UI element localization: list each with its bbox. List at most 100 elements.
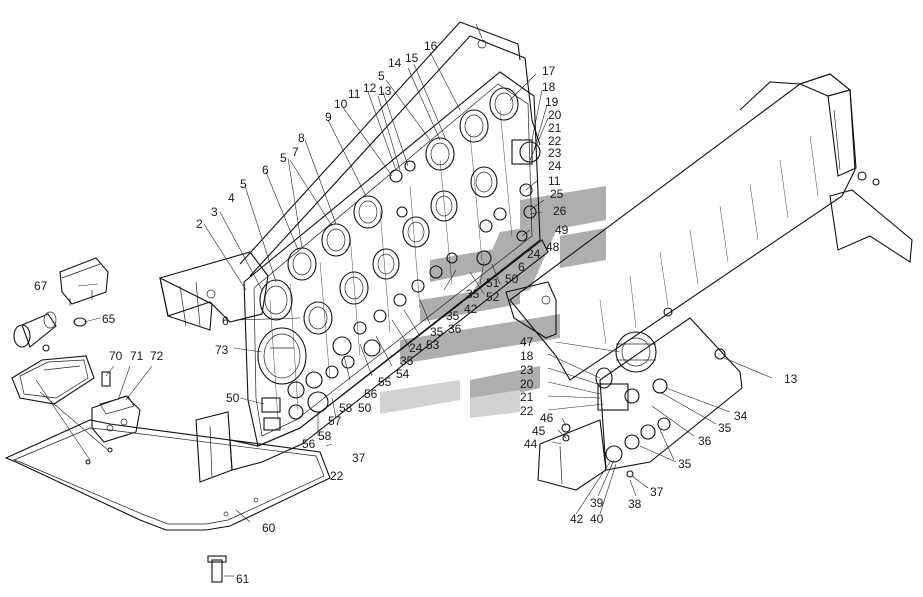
callout-label: 50 — [358, 401, 372, 415]
callout-label: 72 — [150, 349, 164, 363]
callout-label: 55 — [378, 375, 392, 389]
callout-label: 22 — [330, 469, 344, 483]
panel-hatching — [269, 109, 513, 421]
callout-label: 44 — [524, 437, 538, 451]
callout-label: 48 — [546, 240, 560, 254]
callout-label: 6 — [518, 260, 525, 274]
callout-label: 20 — [548, 108, 562, 122]
callout-label: 35 — [718, 421, 732, 435]
callout-label: 2 — [196, 217, 203, 231]
callout-label: 25 — [550, 187, 564, 201]
relay-box-67 — [59, 257, 109, 306]
callout-label: 12 — [363, 81, 377, 95]
rear-switches — [561, 307, 726, 478]
callout-label: 56 — [302, 437, 316, 451]
callout-label: 17 — [542, 64, 556, 78]
callout-label: 35 — [446, 309, 460, 323]
regulator-block-72 — [91, 395, 141, 443]
callout-label: 18 — [520, 349, 534, 363]
callout-label: 40 — [590, 512, 604, 526]
callout-label: 57 — [328, 414, 342, 428]
buzzer-65 — [13, 311, 87, 348]
callout-label: 16 — [424, 39, 438, 53]
fuse-block — [11, 355, 95, 405]
callout-label: 50 — [226, 391, 240, 405]
callout-label: 58 — [339, 401, 353, 415]
speedometer-gauge — [257, 327, 307, 385]
callout-label: 23 — [520, 363, 534, 377]
callout-label: 42 — [570, 512, 584, 526]
callout-label: 21 — [548, 121, 562, 135]
callout-label: 14 — [388, 56, 402, 70]
callout-label: 7 — [292, 145, 299, 159]
rear-cover-panel — [505, 73, 913, 491]
callout-label: 61 — [236, 572, 250, 586]
callout-label: 15 — [405, 51, 419, 65]
callout-label: 23 — [548, 146, 562, 160]
callout-label: 50 — [505, 272, 519, 286]
callout-label: 70 — [109, 349, 123, 363]
callout-label: 8 — [298, 131, 305, 145]
callout-label: 65 — [102, 312, 116, 326]
callout-label: 3 — [211, 205, 218, 219]
callout-label: 26 — [553, 204, 567, 218]
rear-large-gauge — [615, 331, 657, 373]
callout-label: 21 — [520, 390, 534, 404]
callout-label: 60 — [262, 521, 276, 535]
callout-label: 35 — [466, 287, 480, 301]
callout-label: 42 — [464, 302, 478, 316]
callout-label: 67 — [34, 279, 48, 293]
callout-label: 71 — [130, 349, 144, 363]
callout-label: 6 — [262, 163, 269, 177]
rear-panel-hatching — [599, 135, 819, 345]
callout-label: 58 — [318, 429, 332, 443]
callout-label: 49 — [555, 223, 569, 237]
callout-label: 54 — [396, 367, 410, 381]
callout-label: 73 — [215, 343, 229, 357]
callout-label: 22 — [548, 134, 562, 148]
leader-lines — [35, 51, 773, 523]
callout-label: 4 — [228, 191, 235, 205]
bolt-61 — [207, 555, 234, 583]
callout-label: 6 — [222, 314, 229, 328]
callout-label: 5 — [240, 177, 247, 191]
callout-label: 45 — [532, 424, 546, 438]
callout-label: 13 — [378, 84, 392, 98]
callout-label: 18 — [542, 80, 556, 94]
callout-label: 36 — [448, 322, 462, 336]
switch-row — [261, 139, 541, 431]
callout-label: 5 — [378, 69, 385, 83]
callout-label: 35 — [400, 354, 414, 368]
callout-label: 47 — [520, 335, 534, 349]
callout-label: 38 — [628, 497, 642, 511]
callout-label: 35 — [430, 325, 444, 339]
callout-label: 52 — [486, 290, 500, 304]
main-instrument-panel — [159, 21, 549, 483]
callout-label: 37 — [650, 485, 664, 499]
callout-label: 24 — [548, 159, 562, 173]
tachometer-gauge — [259, 279, 293, 321]
callout-label: 10 — [334, 97, 348, 111]
callout-label: 11 — [548, 174, 561, 188]
callout-label: 39 — [590, 496, 604, 510]
callout-label: 37 — [352, 451, 366, 465]
callout-label: 20 — [520, 377, 534, 391]
callout-label: 22 — [520, 404, 534, 418]
callout-label: 24 — [527, 247, 541, 261]
callout-label: 13 — [784, 372, 798, 386]
callout-label: 46 — [540, 411, 554, 425]
callout-label: 35 — [678, 457, 692, 471]
mounting-plate-60 — [4, 419, 331, 531]
callout-label: 24 — [409, 341, 423, 355]
callout-labels: 16 14 15 17 5 18 19 11 12 13 20 10 21 22… — [34, 39, 798, 586]
gauge-row — [287, 87, 519, 335]
callout-label: 51 — [486, 276, 500, 290]
callout-label: 9 — [325, 110, 332, 124]
callout-label: 34 — [734, 409, 748, 423]
callout-label: 11 — [348, 87, 361, 101]
callout-label: 19 — [545, 95, 559, 109]
callout-label: 56 — [364, 387, 378, 401]
screws — [42, 344, 113, 465]
callout-label: 5 — [280, 151, 287, 165]
